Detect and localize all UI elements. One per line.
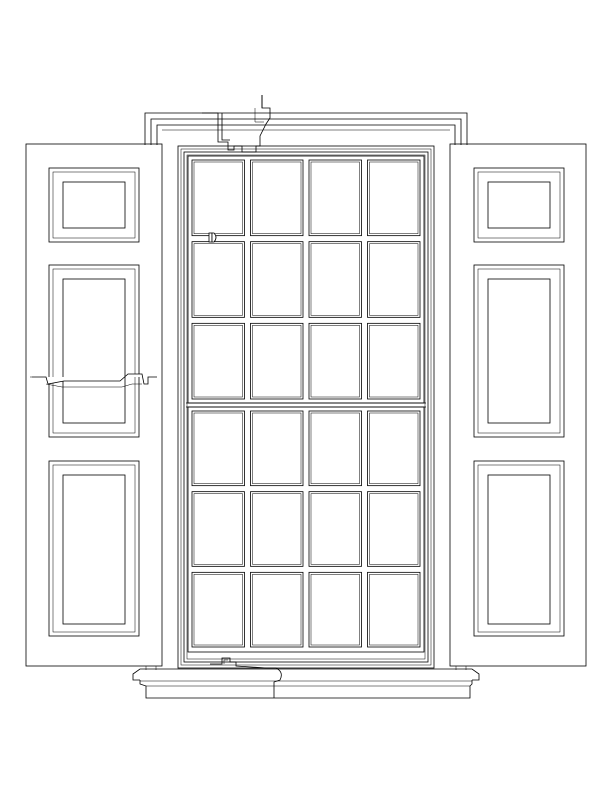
lower-sash bbox=[187, 406, 425, 653]
upper-sash-light-r2-c1 bbox=[191, 241, 245, 318]
shutter-hinge-profile-section bbox=[30, 373, 157, 388]
upper-sash-light-r3-c4 bbox=[367, 322, 421, 400]
lower-sash-light-r3-c1 bbox=[191, 571, 245, 648]
left-shutter bbox=[25, 143, 163, 670]
left-shutter-middle-panel bbox=[48, 264, 140, 438]
lower-sash-lights bbox=[191, 410, 421, 648]
upper-sash-light-r3-c2 bbox=[250, 322, 304, 400]
lower-sash-light-r3-c3 bbox=[308, 571, 362, 648]
upper-sash-light-r1-c3 bbox=[308, 159, 362, 237]
upper-sash-light-r2-c2 bbox=[250, 241, 304, 318]
lower-sash-light-r1-c2 bbox=[250, 410, 304, 487]
lower-sash-light-r3-c4 bbox=[367, 571, 421, 648]
upper-sash-light-r1-c2 bbox=[250, 159, 304, 237]
shutter-holdback-hardware bbox=[208, 232, 217, 243]
lower-sash-light-r1-c4 bbox=[367, 410, 421, 487]
window-casing bbox=[144, 112, 468, 145]
lower-sash-light-r1-c3 bbox=[308, 410, 362, 487]
left-shutter-bottom-panel bbox=[48, 460, 140, 637]
window-sill bbox=[132, 657, 480, 699]
upper-sash-light-r3-c3 bbox=[308, 322, 362, 400]
sill-profile-section bbox=[210, 657, 282, 698]
lower-sash-light-r2-c2 bbox=[250, 491, 304, 567]
lower-sash-light-r3-c2 bbox=[250, 571, 304, 648]
lower-sash-light-r2-c4 bbox=[367, 491, 421, 567]
upper-sash bbox=[186, 155, 426, 408]
upper-sash-lights bbox=[191, 159, 421, 400]
upper-sash-light-r1-c4 bbox=[367, 159, 421, 237]
upper-sash-light-r3-c1 bbox=[191, 322, 245, 400]
head-trim-profile-section bbox=[202, 95, 271, 153]
right-shutter-middle-panel bbox=[473, 264, 565, 438]
lower-sash-light-r2-c3 bbox=[308, 491, 362, 567]
right-shutter-bottom-panel bbox=[473, 460, 565, 637]
upper-sash-light-r1-c1 bbox=[191, 159, 245, 237]
right-shutter-top-panel bbox=[473, 167, 565, 243]
upper-sash-light-r2-c3 bbox=[308, 241, 362, 318]
lower-sash-light-r2-c1 bbox=[191, 491, 245, 567]
right-shutter bbox=[449, 143, 587, 670]
left-shutter-top-panel bbox=[48, 167, 140, 243]
lower-sash-light-r1-c1 bbox=[191, 410, 245, 487]
upper-sash-light-r2-c4 bbox=[367, 241, 421, 318]
